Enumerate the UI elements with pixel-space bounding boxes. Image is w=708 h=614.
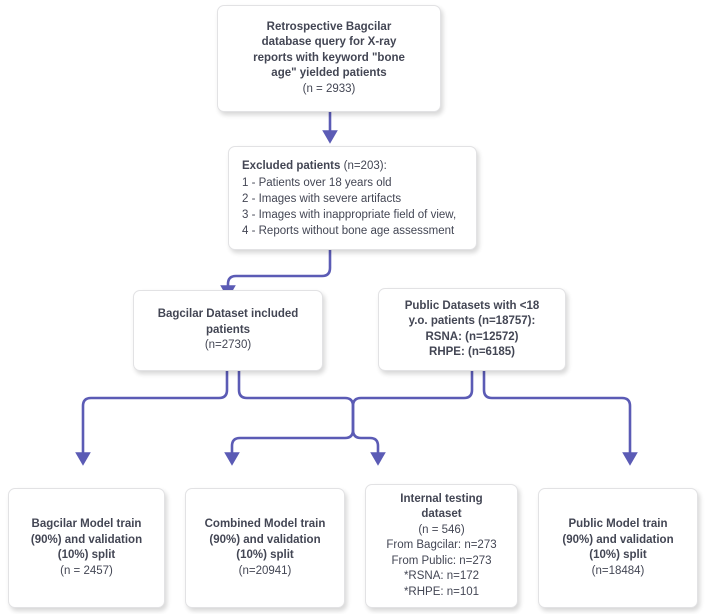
node-count: (n = 2457) — [60, 564, 113, 577]
node-line: *RHPE: n=101 — [403, 585, 480, 598]
node-line: (10%) split — [57, 549, 116, 561]
excluded-item: 1 - Patients over 18 years old — [242, 176, 392, 189]
node-line: (10%) split — [589, 549, 647, 561]
excluded-heading-label: Excluded patients — [242, 160, 341, 172]
node-public-model-train[interactable]: Public Model train (90%) and validation … — [538, 488, 698, 608]
edge-public-left-drop — [351, 371, 474, 466]
node-count: (n=2730) — [204, 339, 252, 352]
node-combined-model-train[interactable]: Combined Model train (90%) and validatio… — [185, 488, 345, 608]
excluded-item: 2 - Images with severe artifacts — [242, 192, 402, 205]
node-line: y.o. patients (n=18757): — [408, 315, 536, 327]
node-count: (n = 546) — [418, 523, 465, 536]
node-line: reports with keyword "bone — [253, 51, 405, 64]
node-line: Public Datasets with <18 — [404, 299, 540, 312]
node-bagcilar-dataset[interactable]: Bagcilar Dataset included patients (n=27… — [133, 290, 323, 371]
excluded-heading: Excluded patients (n=203): — [242, 159, 463, 175]
node-retrospective-query[interactable]: Retrospective Bagcilar database query fo… — [217, 5, 441, 112]
node-line: Internal testing — [400, 492, 483, 505]
node-bagcilar-model-train[interactable]: Bagcilar Model train (90%) and validatio… — [8, 488, 165, 608]
node-line: Public Model train — [568, 518, 668, 530]
node-line: RSNA: (n=12572) — [425, 330, 519, 343]
node-line: *RSNA: n=172 — [403, 570, 480, 583]
edge-public-right-drop — [482, 371, 638, 466]
edge-bagcilar-right-drop — [224, 371, 355, 466]
node-line: patients — [205, 323, 251, 336]
node-line: database query for X-ray — [261, 36, 397, 49]
node-line: (90%) and validation — [209, 533, 321, 546]
node-count: (n=20941) — [238, 564, 292, 577]
node-line: Combined Model train — [204, 518, 326, 530]
node-line: age" yielded patients — [271, 67, 387, 80]
node-line: dataset — [421, 508, 462, 521]
edge-bagcilar-left-drop — [75, 371, 229, 466]
node-public-datasets[interactable]: Public Datasets with <18 y.o. patients (… — [378, 288, 566, 371]
excluded-item: 3 - Images with inappropriate field of v… — [242, 208, 457, 221]
excluded-item: 4 - Reports without bone age assessment — [242, 224, 455, 237]
node-line: From Bagcilar: n=273 — [386, 539, 497, 552]
node-count: (n = 2933) — [302, 82, 356, 95]
excluded-heading-count: (n=203): — [340, 160, 387, 172]
node-line: (10%) split — [236, 549, 294, 561]
node-line: Retrospective Bagcilar — [266, 20, 392, 33]
node-line: Bagcilar Dataset included — [157, 308, 299, 321]
node-count: (n=18484) — [591, 564, 645, 577]
node-line: (90%) and validation — [562, 533, 674, 546]
node-line: (90%) and validation — [30, 533, 143, 546]
edge-excluded-to-bagcilar — [220, 250, 332, 299]
node-internal-testing-dataset[interactable]: Internal testing dataset (n = 546) From … — [365, 484, 518, 608]
node-line: RHPE: (n=6185) — [429, 346, 515, 358]
node-excluded-patients[interactable]: Excluded patients (n=203): 1 - Patients … — [228, 146, 477, 250]
node-line: From Public: n=273 — [391, 554, 492, 567]
node-line: Bagcilar Model train — [31, 518, 142, 530]
